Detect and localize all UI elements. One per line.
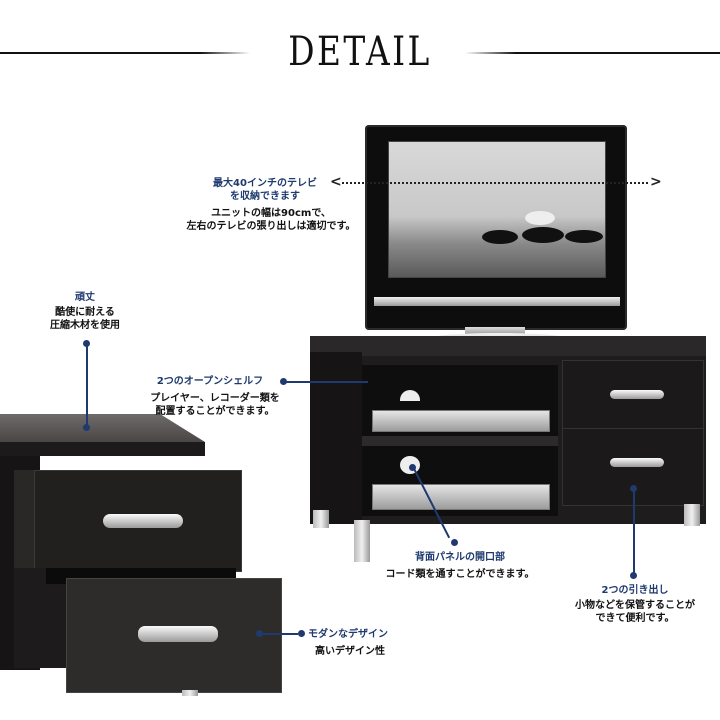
cable-hole xyxy=(400,390,420,401)
stone-shape xyxy=(522,227,564,243)
arrow-right-icon: > xyxy=(650,174,662,190)
dvd-recorder xyxy=(372,484,550,510)
open-shelf-body-line1: プレイヤー、レコーダー類を xyxy=(150,393,280,404)
callout-dot-icon xyxy=(256,630,263,637)
callout-dot-icon xyxy=(630,572,637,579)
drawer-handle xyxy=(610,458,664,467)
page-title: DETAIL xyxy=(288,29,432,75)
open-shelf-title: 2つのオープンシェルフ xyxy=(156,376,264,387)
drawers-body-line2: できて便利です。 xyxy=(595,613,675,624)
sturdy-body-line1: 酷使に耐える xyxy=(55,307,115,318)
drawer-handle xyxy=(103,514,183,528)
back-panel-body: コード類を通すことができます。 xyxy=(385,569,535,580)
callout-line xyxy=(633,488,635,576)
shelf-board xyxy=(362,436,558,446)
back-panel-title: 背面パネルの開口部 xyxy=(415,552,505,563)
cabinet-side xyxy=(310,352,362,524)
callout-dot-icon xyxy=(298,630,305,637)
cabinet-top xyxy=(310,336,706,356)
drawer-handle xyxy=(610,390,664,399)
drawers-title: 2つの引き出し xyxy=(601,585,669,596)
sturdy-title: 頑丈 xyxy=(75,292,95,303)
tv-stand-neck xyxy=(465,327,525,335)
callout-dot-icon xyxy=(280,378,287,385)
open-shelf-body-line2: 配置することができます。 xyxy=(155,406,275,417)
modern-design-title: モダンなデザイン xyxy=(308,629,388,640)
stone-shape xyxy=(525,211,555,225)
cabinet-leg xyxy=(354,520,370,562)
arrow-left-icon: < xyxy=(330,174,342,190)
closeup-drawer-side xyxy=(14,568,66,668)
stone-shape xyxy=(565,230,603,243)
callout-line xyxy=(86,343,88,427)
tv-size-body-line1: ユニットの幅は90cmで、 xyxy=(211,208,331,219)
stone-shape xyxy=(482,230,518,244)
drawers-body-line1: 小物などを保管することが xyxy=(575,600,695,611)
callout-dot-icon xyxy=(83,424,90,431)
header-divider-right xyxy=(465,52,720,54)
tv-size-body-line2: 左右のテレビの張り出しは適切です。 xyxy=(186,221,356,232)
callout-line xyxy=(284,381,368,383)
tv-size-title-line2: を収納できます xyxy=(230,191,300,202)
callout-dot-icon xyxy=(451,539,458,546)
drawer-handle xyxy=(138,626,218,642)
dvd-player xyxy=(372,410,550,432)
tv-screen xyxy=(388,141,606,278)
modern-design-body: 高いデザイン性 xyxy=(315,646,385,657)
tv-silver-strip xyxy=(374,297,620,306)
cabinet-leg xyxy=(313,510,329,528)
callout-line xyxy=(260,633,298,635)
sturdy-body-line2: 圧縮木材を使用 xyxy=(50,320,120,331)
tv-size-title-line1: 最大40インチのテレビ xyxy=(213,178,317,189)
closeup-drawer-side xyxy=(14,470,36,570)
tv-width-dotted-line xyxy=(342,182,648,184)
closeup-lip xyxy=(0,442,205,456)
header-divider-left xyxy=(0,52,250,54)
cabinet-leg xyxy=(684,504,700,526)
closeup-top xyxy=(0,414,205,442)
cabinet-leg xyxy=(182,690,198,696)
